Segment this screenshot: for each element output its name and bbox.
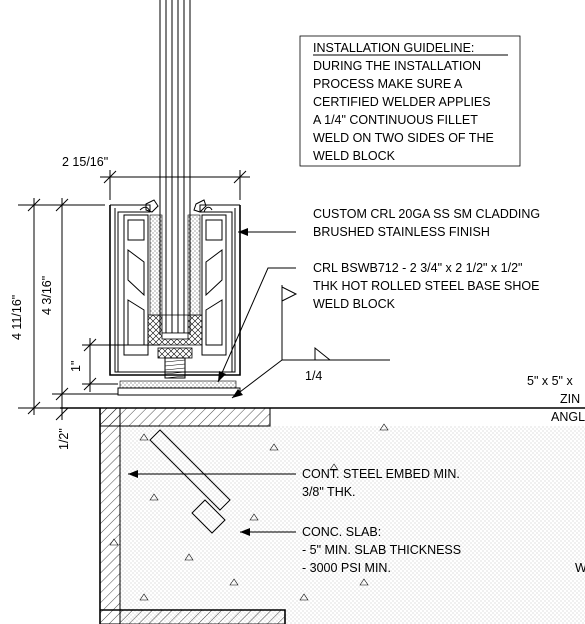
angle-callout-partial-2: ZIN [560, 392, 580, 406]
base-shoe-leader [217, 267, 296, 383]
dimension-block-thickness [55, 400, 69, 421]
weld-symbol [231, 285, 390, 399]
slab-callout-line-1: CONC. SLAB: [302, 525, 381, 539]
dim-shoe-height-label: 4 3/16" [40, 276, 54, 315]
installation-note-line-6: WELD BLOCK [313, 149, 396, 163]
angle-callout-partial-3: ANGL [551, 410, 585, 424]
cladding-callout-line-1: CUSTOM CRL 20GA SS SM CLADDING [313, 207, 540, 221]
dimension-width [100, 170, 250, 200]
dimension-shoe-height [52, 198, 118, 401]
glass-bottom-shim [161, 332, 189, 340]
installation-note-line-2: PROCESS MAKE SURE A [313, 77, 463, 91]
right-glazing-compound [187, 214, 201, 316]
weld-block [117, 380, 241, 396]
dim-block-thickness-label: 1/2" [57, 428, 71, 450]
base-shoe-callout-line-3: WELD BLOCK [313, 297, 396, 311]
base-shoe-callout-line-1: CRL BSWB712 - 2 3/4" x 2 1/2" x 1/2" [313, 261, 522, 275]
embed-callout-line-2: 3/8" THK. [302, 485, 356, 499]
dim-overall-height-label: 4 11/16" [10, 295, 24, 340]
cladding-leader [238, 228, 296, 236]
left-glazing-compound [149, 214, 163, 316]
installation-note-line-3: CERTIFIED WELDER APPLIES [313, 95, 491, 109]
embed-callout-line-1: CONT. STEEL EMBED MIN. [302, 467, 460, 481]
installation-note-line-4: A 1/4" CONTINUOUS FILLET [313, 113, 478, 127]
concrete-slab [99, 407, 585, 624]
weld-size-label: 1/4 [305, 369, 322, 383]
partial-w-text: W [575, 561, 585, 575]
leveling-bolt [157, 347, 193, 379]
installation-note-title: INSTALLATION GUIDELINE: [313, 41, 474, 55]
glass-panel [159, 0, 191, 335]
dimension-bolt-height [82, 338, 160, 392]
installation-note-line-1: DURING THE INSTALLATION [313, 59, 481, 73]
dim-bolt-height-label: 1" [69, 361, 83, 372]
embed-leader [128, 470, 296, 478]
slab-callout-line-3: - 3000 PSI MIN. [302, 561, 391, 575]
base-shoe-callout-line-2: THK HOT ROLLED STEEL BASE SHOE [313, 279, 539, 293]
angle-callout-partial-1: 5" x 5" x [527, 374, 573, 388]
setting-block [147, 314, 203, 346]
slab-callout-line-2: - 5" MIN. SLAB THICKNESS [302, 543, 461, 557]
dim-width-label: 2 15/16" [62, 155, 108, 169]
slab-leader [240, 528, 296, 536]
installation-guideline-note [299, 35, 521, 167]
aggregate-marks [109, 423, 389, 601]
installation-note-line-5: WELD ON TWO SIDES OF THE [313, 131, 494, 145]
cladding-callout-line-2: BRUSHED STAINLESS FINISH [313, 225, 490, 239]
